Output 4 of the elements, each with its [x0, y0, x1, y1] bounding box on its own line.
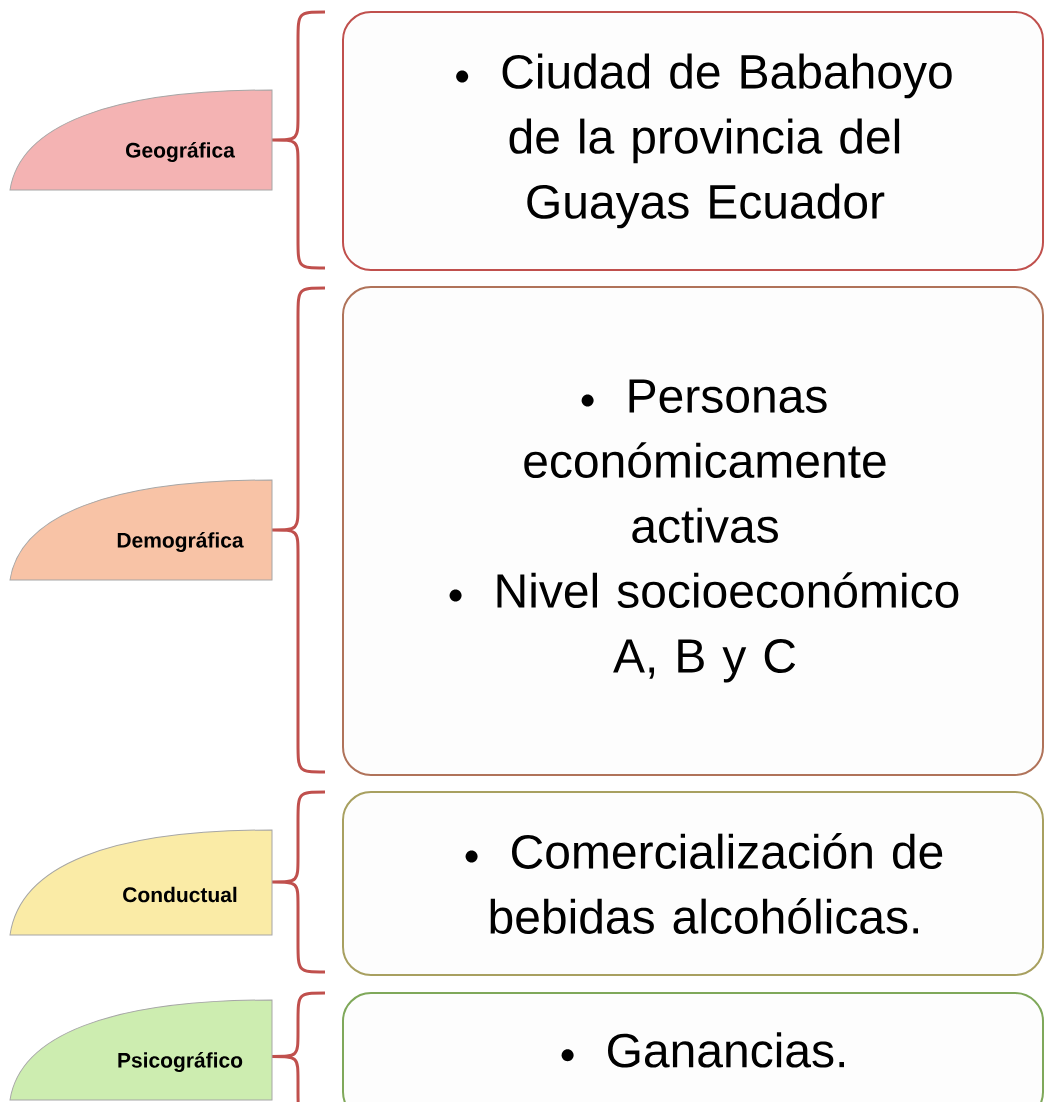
text-box: Ciudad de Babahoyo de la provincia del Guayas Ecuador — [342, 11, 1044, 271]
text-box: Personas económicamente activas Nivel socioeconómico A, B y C — [342, 286, 1044, 776]
text-box: Comercialización de bebidas alcohólicas. — [342, 791, 1044, 976]
text-box: Ganancias. — [342, 992, 1044, 1102]
